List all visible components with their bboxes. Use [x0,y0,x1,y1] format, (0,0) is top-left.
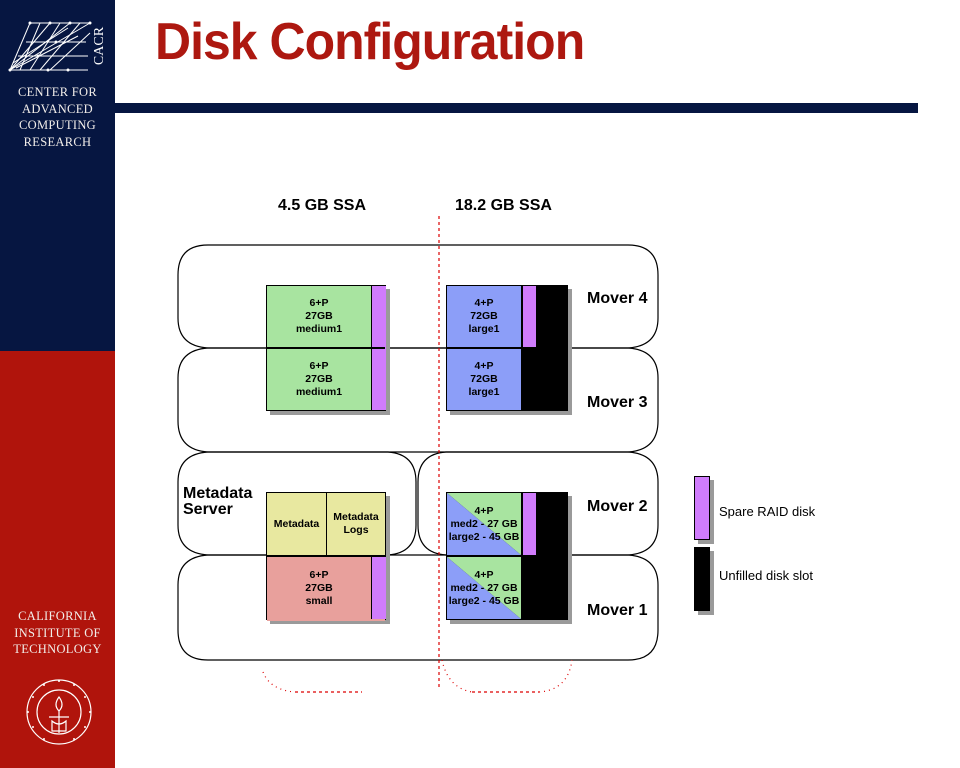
spare-raid-disk [523,286,536,347]
array-metadata-logs: Metadata Logs [327,493,385,555]
array-name: small [305,594,333,607]
column-header-4-5gb: 4.5 GB SSA [278,197,367,214]
array-m3-large1: 4+P 72GB large1 [447,349,521,410]
org-line: CALIFORNIA [18,609,97,623]
array-large1-group: 4+P 72GB large1 4+P 72GB large1 [446,285,568,411]
array-metadata-group: Metadata Metadata Logs 6+P 27GB small [266,492,386,621]
array-capacity: 72GB [470,373,498,385]
legend-swatch-unfilled [694,547,710,611]
array-raid-level: 4+P [474,568,494,581]
column-header-18-2gb: 18.2 GB SSA [455,197,552,214]
array-m2-med2-large2: 4+P med2 - 27 GB large2 - 45 GB [447,493,521,555]
array-name: Metadata [333,511,379,523]
array-name: Logs [343,524,369,536]
array-m1-small: 6+P 27GB small [267,557,371,619]
slide-title: Disk Configuration [155,13,585,71]
column-curve-left [262,671,296,693]
mover-4-label: Mover 4 [587,290,648,307]
mover-1-region [177,554,659,661]
array-capacity: 27GB [305,310,333,322]
legend-label-spare: Spare RAID disk [719,504,816,519]
org-line: CENTER FOR [17,85,98,99]
mover-4-region [177,244,659,349]
array-capacity: 72GB [470,310,498,322]
metadata-server-label: Metadata Server [183,486,252,518]
org-name-top: CENTER FOR ADVANCED COMPUTING RESEARCH [0,84,115,150]
array-raid-level: 6+P [309,568,329,581]
org-line: COMPUTING [18,118,96,132]
array-medium1-group: 6+P 27GB medium1 6+P 27GB medium1 [266,285,386,411]
array-name: large1 [468,386,500,398]
array-med2-large2-group: 4+P med2 - 27 GB large2 - 45 GB 4+P med2… [446,492,568,620]
array-raid-level: 6+P [309,297,329,309]
org-line: INSTITUTE OF [14,625,101,640]
spare-raid-disk [371,557,386,619]
cacr-logo-icon: CACR [8,21,107,72]
array-capacity: large2 - 45 GB [448,530,520,543]
array-metadata: Metadata [267,493,326,555]
array-small-fill [267,555,385,621]
legend-swatch-spare [694,476,710,540]
mover-2-label: Mover 2 [587,498,648,515]
org-line: RESEARCH [23,134,92,149]
array-raid-level: 4+P [474,504,494,517]
mover-3-region [177,347,659,453]
array-name: medium1 [295,386,343,398]
array-capacity: 27GB [305,581,333,594]
org-line: TECHNOLOGY [13,642,102,656]
mover-3-label: Mover 3 [587,394,648,411]
array-m3-medium1: 6+P 27GB medium1 [267,349,371,410]
array-m1-med2-large2: 4+P med2 - 27 GB large2 - 45 GB [447,557,521,619]
org-line: ADVANCED [22,101,93,116]
legend-label-unfilled: Unfilled disk slot [719,568,813,583]
array-raid-level: 6+P [309,360,329,372]
array-capacity: 27GB [305,373,333,385]
array-name: Metadata [273,517,320,530]
array-raid-level: 4+P [474,360,494,372]
caltech-seal-icon [26,679,92,745]
org-name-bottom: CALIFORNIA INSTITUTE OF TECHNOLOGY [0,608,115,658]
metadata-server-label-line: Metadata [183,485,253,502]
array-capacity: med2 - 27 GB [450,517,518,530]
array-capacity: large2 - 45 GB [448,594,520,607]
array-divider [447,347,523,349]
array-divider [267,347,385,349]
column-curve-right [441,659,573,693]
cacr-logo-text: CACR [92,26,107,65]
array-m4-large1: 4+P 72GB large1 [447,286,521,347]
array-raid-level: 4+P [474,297,494,309]
mover-1-label: Mover 1 [587,602,648,619]
array-m4-medium1: 6+P 27GB medium1 [267,286,371,347]
metadata-server-label-line: Server [183,501,233,518]
array-divider [447,555,523,557]
array-capacity: med2 - 27 GB [450,581,518,594]
array-split-fill [447,493,521,619]
array-divider [326,493,327,555]
title-divider [115,103,918,113]
array-name: large1 [468,323,500,335]
array-name: medium1 [295,323,343,335]
spare-raid-disk [523,493,536,555]
